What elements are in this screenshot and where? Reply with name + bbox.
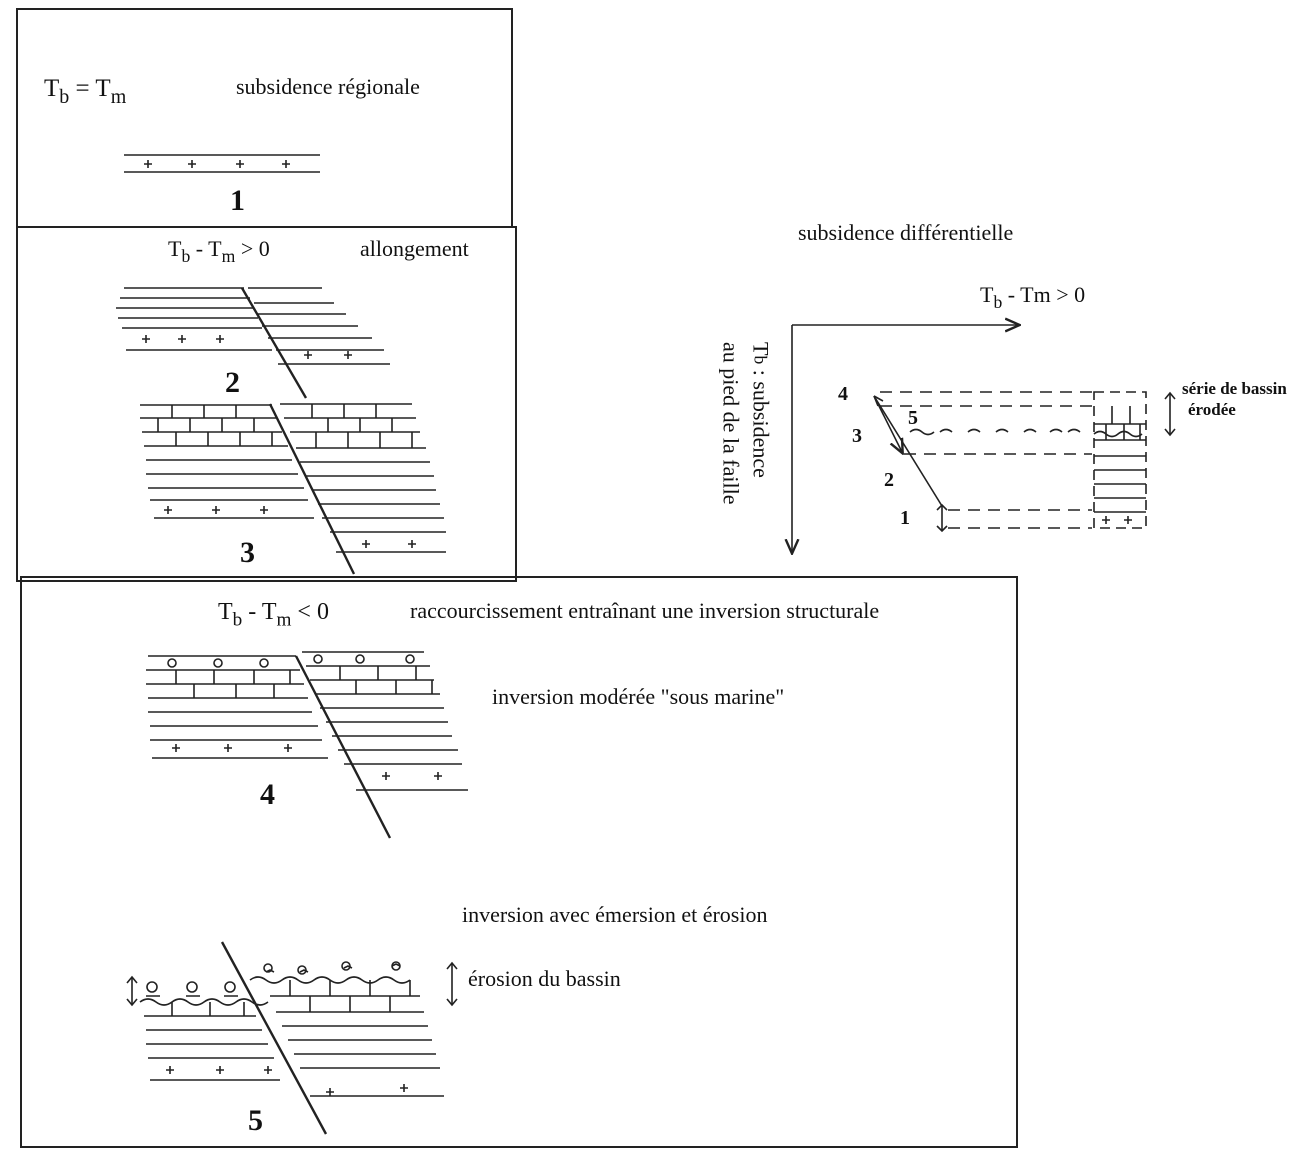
- panel-1-strata: [124, 155, 320, 172]
- panel-3-strata: [140, 404, 446, 574]
- graph-dashed-levels: [880, 392, 1092, 528]
- panel-4-strata: [146, 652, 468, 838]
- panel-2-strata: [116, 288, 390, 398]
- graph-axes: [792, 325, 1018, 552]
- graph-erosion-wave: [910, 430, 1080, 435]
- graph-path: [874, 396, 947, 531]
- graph-column: [1094, 392, 1146, 528]
- panel-5-strata: [127, 942, 457, 1134]
